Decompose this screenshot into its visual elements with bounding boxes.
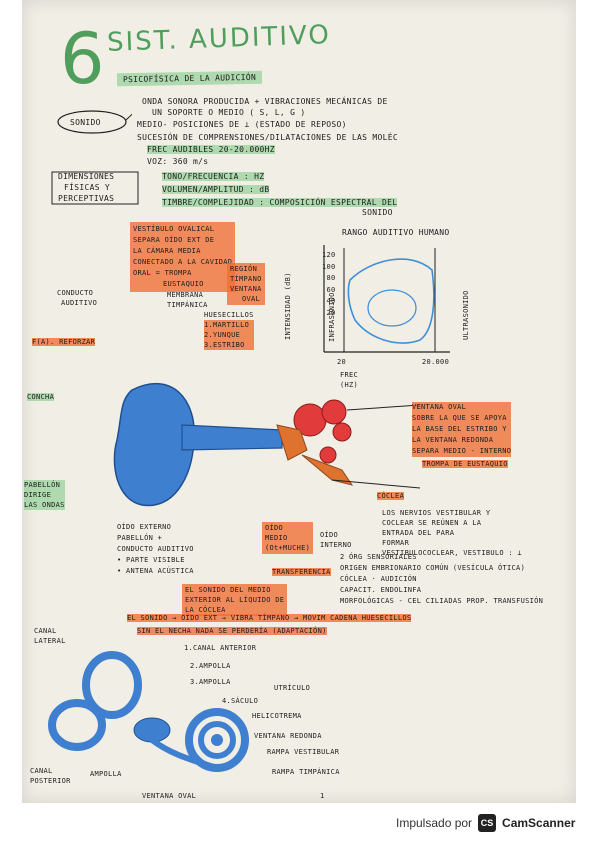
- oido-medio-note: OÍDO MEDIO (Ot+MUCHE): [262, 522, 314, 554]
- chart-y-ticks: 120 100 80 60 40 20: [322, 250, 336, 319]
- sonido-line-5: FREC AUDIBLES 20-20.000HZ: [147, 145, 275, 154]
- camscanner-logo-icon: CS: [478, 814, 497, 832]
- sonido-line-3: MEDIO- POSICIONES DE ⊥ (ESTADO DE REPOSO…: [137, 120, 347, 129]
- ear-canal: [181, 424, 283, 451]
- y-tick: 120: [322, 251, 336, 259]
- chart-ylabel: INTENSIDAD (dB): [284, 272, 292, 340]
- utricle: [133, 717, 171, 743]
- chart-infrasonido: INFRASONIDO: [328, 292, 336, 342]
- y-tick: 80: [326, 274, 336, 282]
- powered-by-text: Impulsado por: [396, 816, 473, 830]
- anterior-canal: [82, 651, 142, 719]
- y-tick: 60: [326, 285, 336, 294]
- ventana-oval-label: VENTANA OVAL: [142, 792, 197, 800]
- rampa-vestibular-label: RAMPA VESTIBULAR: [267, 748, 340, 756]
- oido-interno-details: 2 ÓRG SENSORIALES ORIGEN EMBRIONARIO COM…: [340, 553, 544, 605]
- sonido-label: SONIDO: [70, 118, 101, 127]
- sonido-oval: [57, 110, 132, 134]
- y-tick: 20: [326, 308, 336, 317]
- dimensiones-row-1: TONO/FRECUENCIA : HZ: [162, 172, 265, 181]
- ampolla-label: AMPOLLA: [90, 770, 122, 778]
- region-note: REGIÓN TÍMPANO VENTANA OVAL: [227, 263, 265, 305]
- oido-externo-note: OÍDO EXTERNO PABELLÓN + CONDUCTO AUDITIV…: [117, 523, 194, 575]
- pinna-shape: [113, 383, 195, 507]
- sound-flow: EL SONIDO → OÍDO EXT → VIBRA TÍMPANO → M…: [127, 614, 412, 622]
- membrana-note: MEMBRANA TIMPÁNICA: [167, 291, 208, 309]
- pabellon-label: PABELLÓN DIRIGE LAS ONDAS: [24, 480, 65, 510]
- trompa-label: TROMPA DE EUSTAQUIO: [422, 460, 508, 468]
- transferencia-label: TRANSFERENCIA: [272, 568, 331, 576]
- sonido-medio-note: EL SONIDO DEL MEDIO EXTERIOR AL LÍQUIDO …: [182, 584, 288, 616]
- oido-interno-note: OÍDO INTERNO: [320, 531, 352, 549]
- inner-ear-diagram: [48, 651, 249, 772]
- cochlea-shape: [319, 446, 337, 464]
- page-title: SIST. AUDITIVO: [106, 20, 332, 58]
- funcion-note: F(A). REFORZAR: [32, 338, 96, 346]
- nervios-note: LOS NERVIOS VESTIBULAR Y COCLEAR SE REÚN…: [382, 509, 522, 557]
- utriculo-label: UTRÍCULO: [274, 684, 311, 692]
- camscanner-brand: CamScanner: [502, 816, 576, 830]
- middle-ear-bones: [276, 424, 308, 461]
- sonido-line-4: SUCESIÓN DE COMPRENSIONES/DILATACIONES D…: [137, 133, 398, 142]
- chart-hearing-area: [347, 258, 435, 344]
- helicotrema-label: HELICOTREMA: [252, 712, 302, 720]
- sonido-line-6: VOZ: 360 m/s: [147, 157, 209, 166]
- canal-posterior-label: CANAL POSTERIOR: [30, 767, 71, 785]
- page-number: 1: [320, 792, 325, 800]
- sonido-line-2: UN SOPORTE O MEDIO ( S, L, G ): [152, 108, 306, 117]
- saculo-label: 4.SÁCULO: [222, 697, 259, 705]
- ampolla-2-label: 2.AMPOLLA: [190, 662, 231, 670]
- vestibulo-note: VESTÍBULO OVALICAL SEPARA OÍDO EXT DE LA…: [130, 222, 236, 292]
- ventana-redonda-label: VENTANA REDONDA: [254, 732, 322, 740]
- ear-diagram: [113, 383, 421, 507]
- ventana-oval-note: VENTANA OVAL SOBRE LA QUE SE APOYA LA BA…: [412, 402, 512, 457]
- chapter-number: 6: [60, 18, 105, 100]
- chart-speech-area: [367, 289, 417, 327]
- coclea-label: CÓCLEA: [377, 492, 405, 500]
- rampa-timpanica-label: RAMPA TIMPÁNICA: [272, 768, 340, 776]
- sonido-line-1: ONDA SONORA PRODUCIDA + VIBRACIONES MECÁ…: [142, 97, 388, 106]
- scanned-notes-page: 6 SIST. AUDITIVO PSICOFÍSICA DE LA AUDIC…: [22, 0, 576, 803]
- conducto-note: CONDUCTO AUDITIVO: [57, 289, 98, 307]
- dimensiones-row-2: VOLUMEN/AMPLITUD : dB: [162, 185, 270, 194]
- dimensiones-bracket: [51, 171, 139, 205]
- concha-label: CONCHA: [27, 393, 55, 401]
- huesecillos-list: HUESECILLOS 1.MARTILLO 2.YUNQUE 3.ESTRIB…: [204, 311, 254, 350]
- dimensiones-row-3: TIMBRE/COMPLEJIDAD : COMPOSICIÓN ESPECTR…: [162, 198, 398, 207]
- chart-x-tick-min: 20: [337, 358, 347, 366]
- canal-lateral-label: CANAL LATERAL: [34, 627, 66, 645]
- chart-ultrasonido: ULTRASONIDO: [462, 290, 470, 340]
- dimensiones-label-2: FÍSICAS Y: [64, 183, 111, 192]
- chart-x-tick-max: 20.000: [422, 358, 450, 366]
- sound-flow-2: SIN EL NECHA NADA SE PERDERÍA (ADAPTACIÓ…: [137, 627, 327, 635]
- eustachian-tube: [301, 454, 354, 486]
- ampolla-3-label: 3.AMPOLLA: [190, 678, 231, 686]
- y-tick: 40: [326, 297, 336, 305]
- chart-xlabel: FREC (HZ): [340, 371, 359, 389]
- canal-anterior-label: 1.CANAL ANTERIOR: [184, 644, 257, 652]
- dimensiones-label-3: PERCEPTIVAS: [58, 194, 115, 203]
- posterior-canal: [48, 699, 106, 751]
- dimensiones-row-3b: SONIDO: [362, 208, 393, 217]
- y-tick: 100: [322, 262, 336, 271]
- chart-title: RANGO AUDITIVO HUMANO: [342, 228, 450, 237]
- subtitle: PSICOFÍSICA DE LA AUDICIÓN: [116, 70, 263, 87]
- hearing-range-chart: [323, 245, 450, 353]
- dimensiones-label-1: DIMENSIONES: [58, 172, 115, 181]
- camscanner-footer: Impulsado por CS CamScanner: [396, 814, 575, 832]
